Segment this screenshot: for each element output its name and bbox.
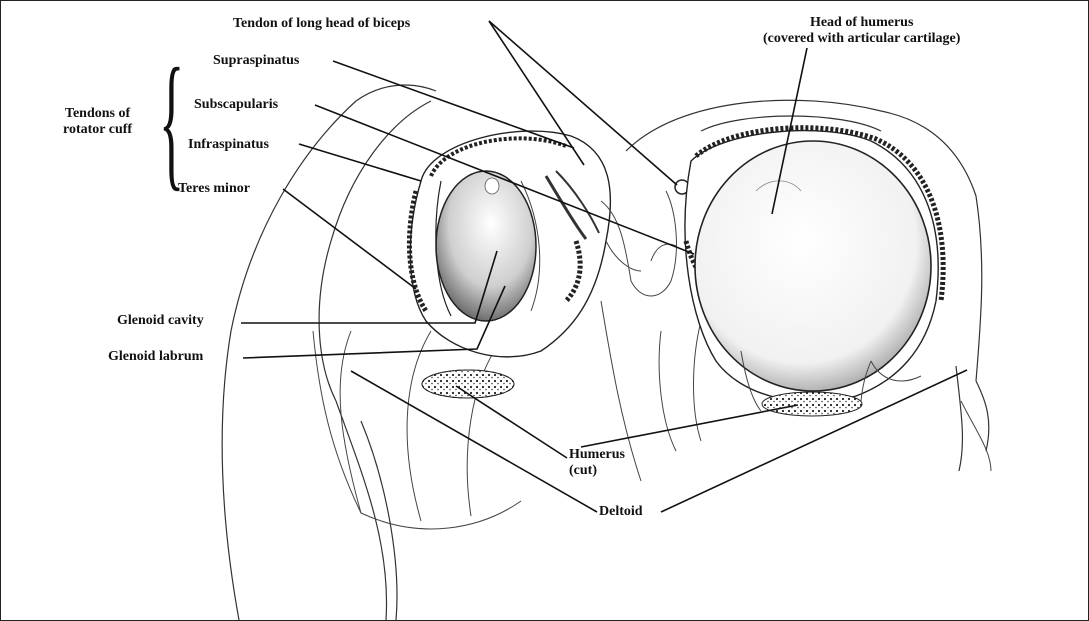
label-head-humerus-line1: Head of humerus: [763, 15, 960, 31]
humeral-head-region: [685, 128, 943, 402]
leader-supraspinatus: [333, 61, 574, 148]
label-humerus-cut-line2: (cut): [569, 463, 625, 479]
label-glenoid-cavity: Glenoid cavity: [117, 313, 204, 329]
label-rotator-cuff-line1: Tendons of: [63, 106, 132, 122]
leader-teres-minor: [283, 189, 416, 289]
label-humerus-cut-line1: Humerus: [569, 447, 625, 463]
label-teres-minor: Teres minor: [178, 181, 250, 197]
leader-infraspinatus: [299, 144, 421, 181]
label-deltoid: Deltoid: [599, 504, 643, 520]
rotator-cuff-brace: {: [159, 51, 184, 191]
deltoid-left: [313, 331, 521, 529]
leader-humerus-cut-1: [456, 386, 567, 458]
label-rotator-cuff-line2: rotator cuff: [63, 122, 132, 138]
label-infraspinatus: Infraspinatus: [188, 137, 269, 153]
label-humerus-cut: Humerus (cut): [569, 447, 625, 479]
label-head-humerus: Head of humerus (covered with articular …: [763, 15, 960, 47]
label-glenoid-labrum: Glenoid labrum: [108, 349, 203, 365]
label-head-humerus-line2: (covered with articular cartilage): [763, 31, 960, 47]
label-tendon-biceps: Tendon of long head of biceps: [233, 16, 410, 32]
label-rotator-cuff: Tendons of rotator cuff: [63, 106, 132, 138]
label-subscapularis: Subscapularis: [194, 97, 278, 113]
label-supraspinatus: Supraspinatus: [213, 53, 299, 69]
leader-humerus-cut-2: [581, 405, 798, 447]
